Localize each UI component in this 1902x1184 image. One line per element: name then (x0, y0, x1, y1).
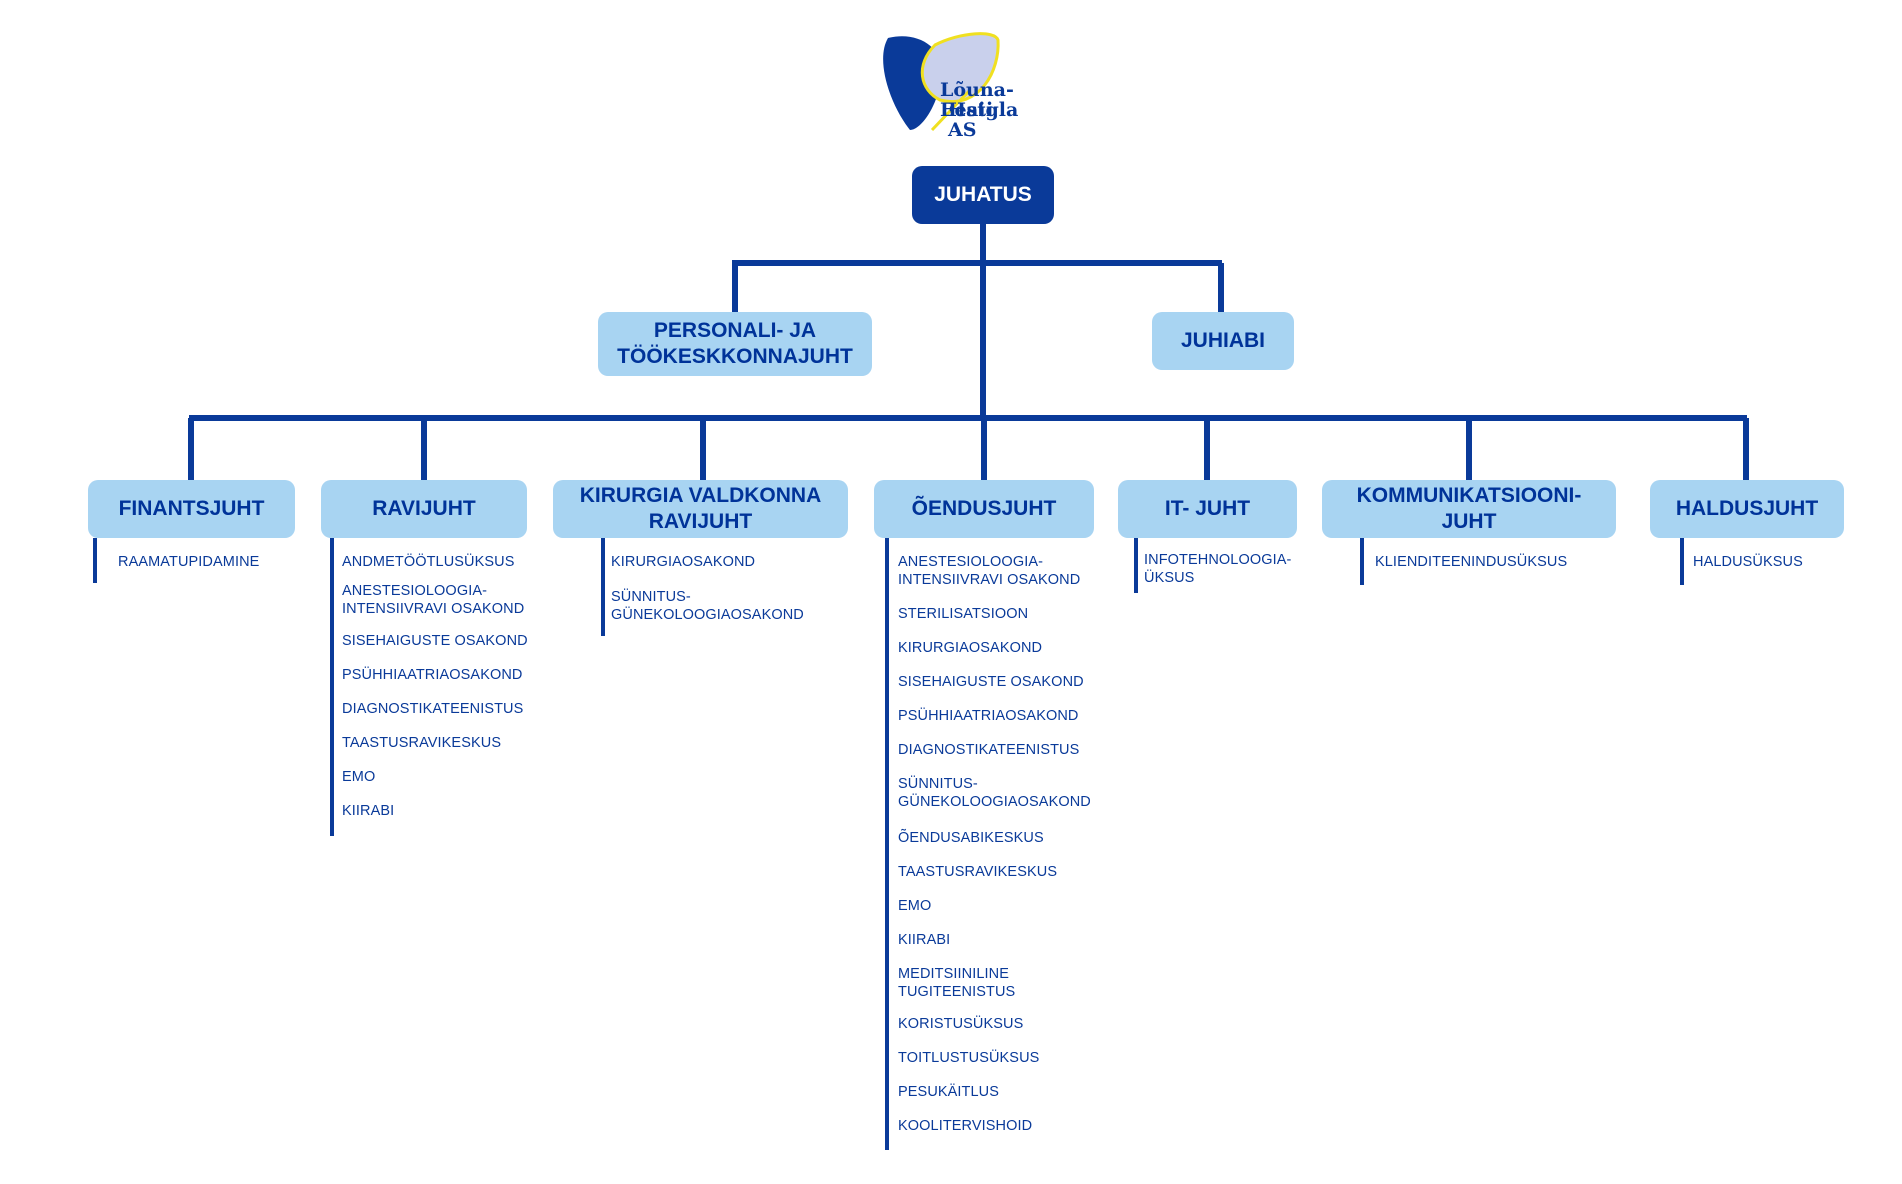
unit-list-bar (601, 538, 605, 636)
board-box: JUHATUS (912, 166, 1054, 224)
unit-item: EMO (342, 769, 376, 785)
unit-item: SISEHAIGUSTE OSAKOND (342, 633, 528, 649)
unit-item: SÜNNITUS- GÜNEKOLOOGIAOSAKOND (611, 589, 804, 623)
unit-item: MEDITSIINILINE TUGITEENISTUS (898, 966, 1016, 1000)
unit-item: ÕENDUSABIKESKUS (898, 830, 1044, 846)
unit-item: KIRURGIAOSAKOND (898, 640, 1043, 656)
unit-list-bar (1134, 538, 1138, 593)
unit-item: TAASTUSRAVIKESKUS (342, 735, 502, 751)
unit-list-bar (330, 538, 334, 836)
unit-item: RAAMATUPIDAMINE (118, 554, 260, 570)
hr-manager-box: PERSONALI- JA TÖÖKESKKONNAJUHT (598, 312, 872, 376)
unit-item: ANDMETÖÖTLUSÜKSUS (342, 554, 515, 570)
unit-item: KLIENDITEENINDUSÜKSUS (1375, 554, 1568, 570)
department-head-box: HALDUSJUHT (1650, 480, 1844, 538)
logo-line2: Haigla AS (948, 99, 1019, 141)
unit-item: ANESTESIOLOOGIA- INTENSIIVRAVI OSAKOND (898, 554, 1081, 588)
logo-icon (883, 32, 1000, 132)
department-head-box: RAVIJUHT (321, 480, 527, 538)
unit-item: TOITLUSTUSÜKSUS (898, 1050, 1040, 1066)
unit-item: PSÜHHIAATRIAOSAKOND (898, 708, 1079, 724)
unit-item: EMO (898, 898, 932, 914)
unit-item: INFOTEHNOLOOGIA- ÜKSUS (1144, 552, 1292, 586)
unit-item: PESUKÄITLUS (898, 1084, 1000, 1100)
unit-item: HALDUSÜKSUS (1693, 554, 1803, 570)
unit-item: SISEHAIGUSTE OSAKOND (898, 674, 1084, 690)
unit-item: KIIRABI (342, 803, 395, 819)
department-head-box: FINANTSJUHT (88, 480, 295, 538)
unit-item: STERILISATSIOON (898, 606, 1029, 622)
hospital-logo: Lõuna-Eesti Haigla AS (880, 30, 1050, 140)
unit-list-bar (1680, 538, 1684, 585)
unit-item: ANESTESIOLOOGIA- INTENSIIVRAVI OSAKOND (342, 583, 525, 617)
department-head-box: IT- JUHT (1118, 480, 1297, 538)
unit-item: KOOLITERVISHOID (898, 1118, 1033, 1134)
logo-line1: Lõuna-Eesti (940, 79, 1014, 121)
unit-list-bar (93, 538, 97, 583)
unit-list-bar (885, 538, 889, 1150)
department-head-box: KOMMUNIKATSIOONI- JUHT (1322, 480, 1616, 538)
unit-item: KIRURGIAOSAKOND (611, 554, 756, 570)
unit-list-bar (1360, 538, 1364, 585)
unit-item: KORISTUSÜKSUS (898, 1016, 1024, 1032)
department-head-box: ÕENDUSJUHT (874, 480, 1094, 538)
unit-item: DIAGNOSTIKATEENISTUS (898, 742, 1080, 758)
unit-item: TAASTUSRAVIKESKUS (898, 864, 1058, 880)
unit-item: KIIRABI (898, 932, 951, 948)
assistant-box: JUHIABI (1152, 312, 1294, 370)
unit-item: SÜNNITUS- GÜNEKOLOOGIAOSAKOND (898, 776, 1091, 810)
unit-item: PSÜHHIAATRIAOSAKOND (342, 667, 523, 683)
unit-item: DIAGNOSTIKATEENISTUS (342, 701, 524, 717)
department-head-box: KIRURGIA VALDKONNA RAVIJUHT (553, 480, 848, 538)
